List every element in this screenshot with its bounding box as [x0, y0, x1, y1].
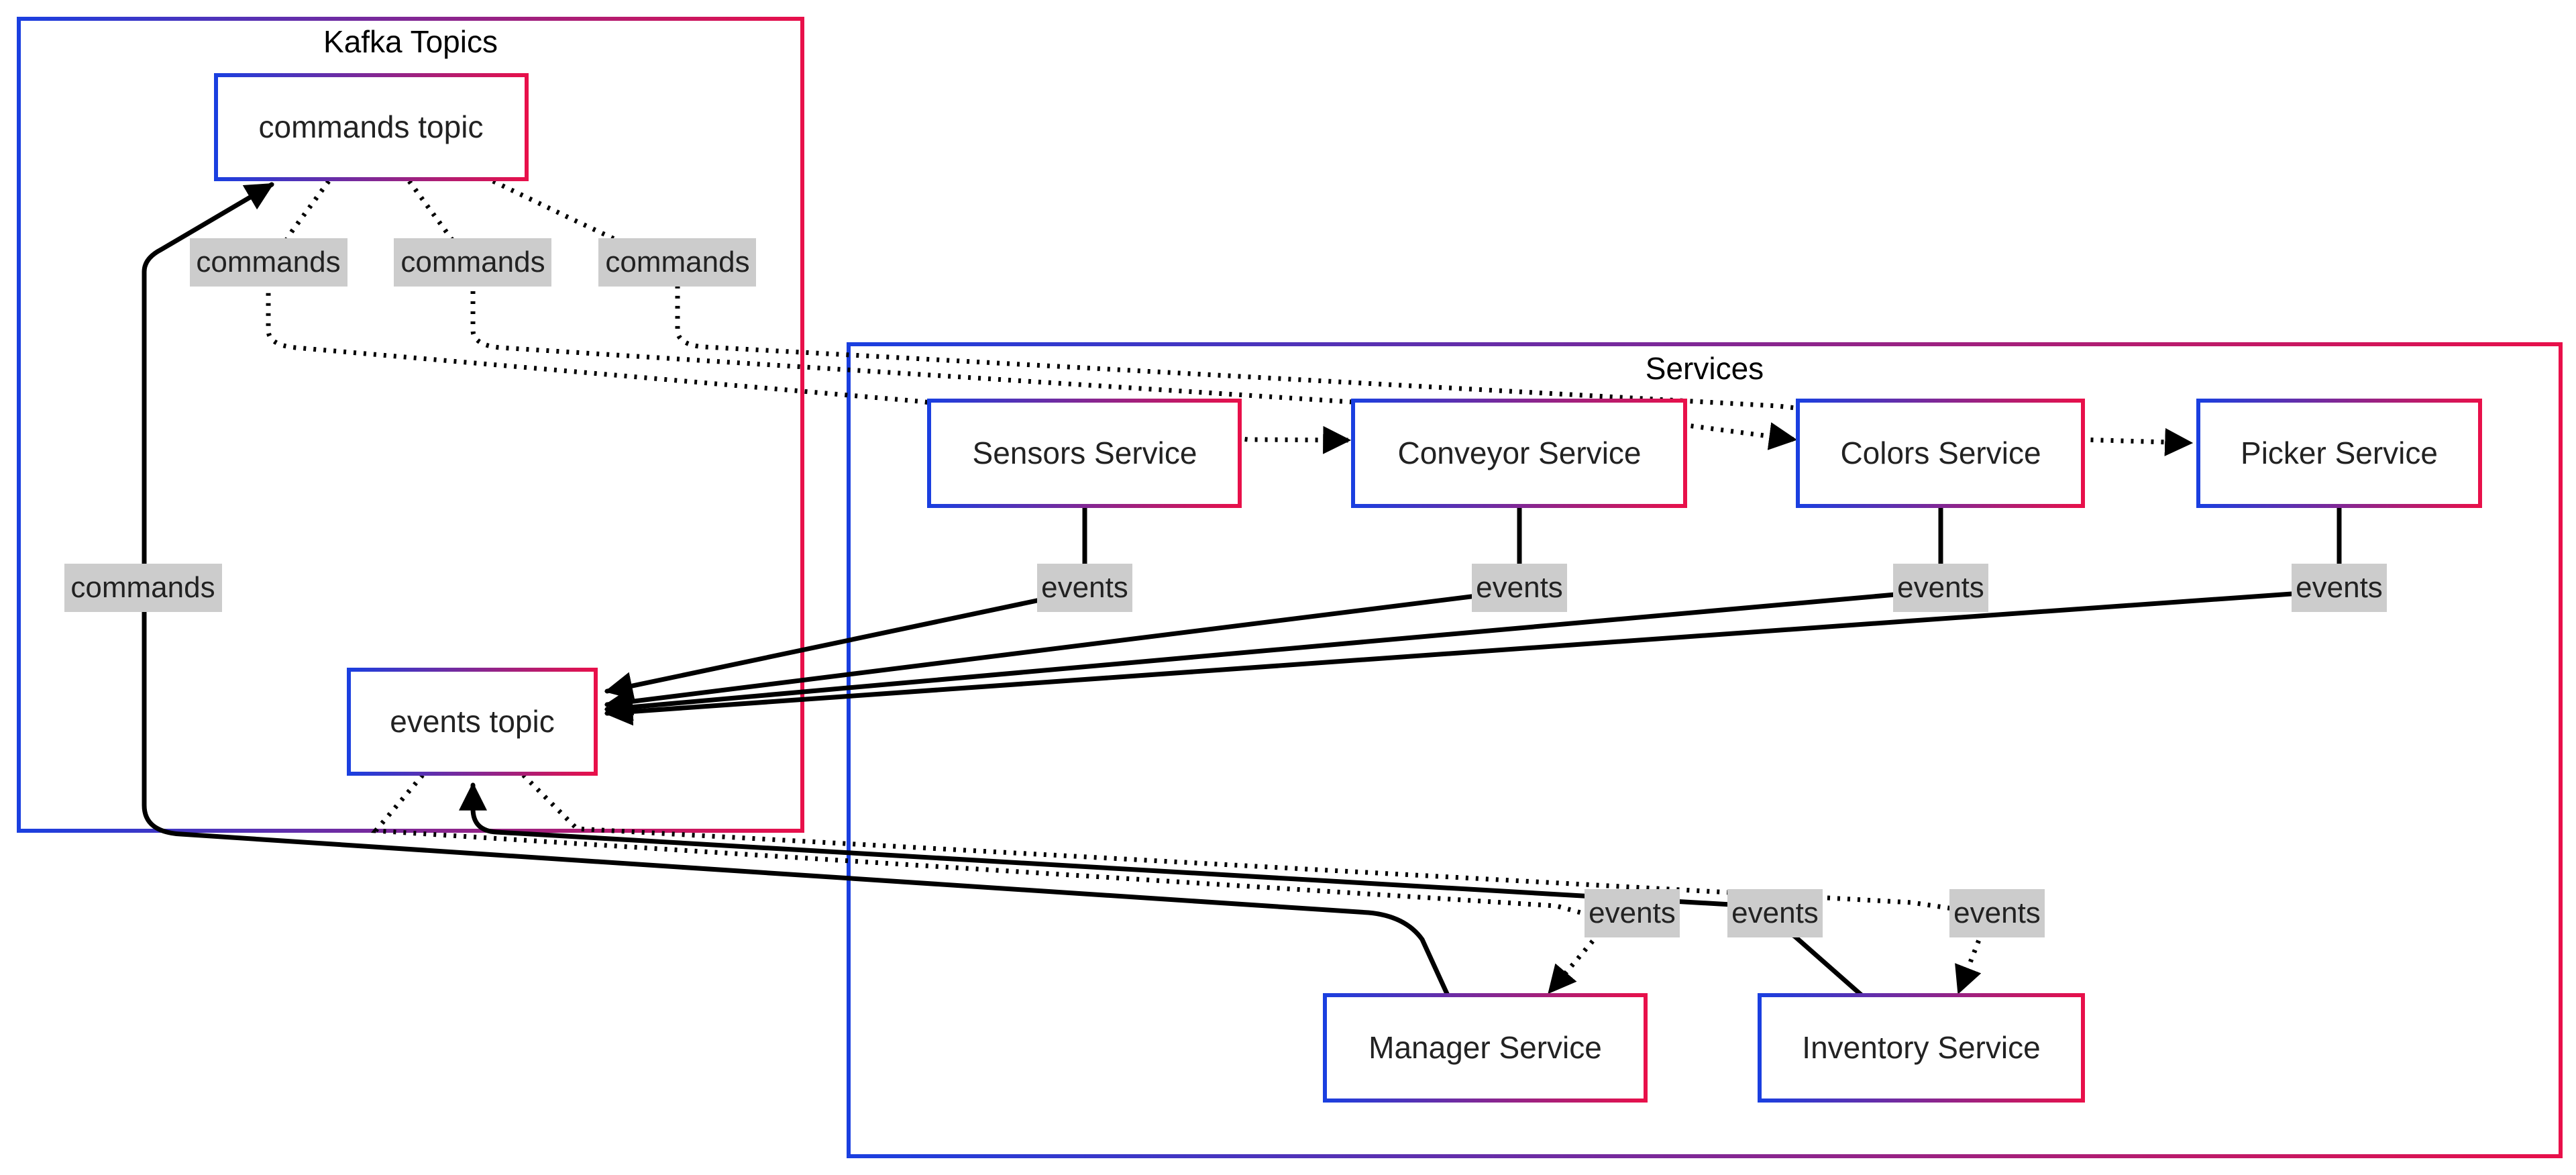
- events-topic-out-edges: [370, 773, 1992, 994]
- edge-label-bg: [1727, 889, 1823, 937]
- sensors-service-box: [927, 399, 1242, 508]
- colors-service-box: [1796, 399, 2085, 508]
- commands-edges: [266, 178, 2194, 456]
- edge-commands-to-conveyor: [266, 179, 1352, 454]
- edge-label-bg: [1949, 889, 2045, 937]
- edge-label-picker-events: events: [2292, 564, 2387, 612]
- edge-label-text: events: [2296, 571, 2383, 604]
- commands-topic-box: [214, 73, 529, 181]
- edge-picker-to-events: [604, 588, 2342, 726]
- edge-events-to-inventory: [521, 773, 1992, 994]
- edge-label-text: events: [1041, 571, 1128, 604]
- edge-label-sensors-events: events: [1037, 564, 1132, 612]
- events-topic-box: [347, 668, 598, 776]
- edge-sensors-to-events: [604, 588, 1087, 700]
- node-commands-topic[interactable]: commands topic: [214, 73, 529, 181]
- edge-label-cmd-picker: commands: [598, 238, 756, 287]
- edge-label-events-inventory: events: [1949, 889, 2045, 937]
- edge-manager-to-commands: [142, 182, 1450, 998]
- services-group-title: Services: [1646, 351, 1764, 386]
- picker-service-label: Picker Service: [2241, 436, 2438, 470]
- edge-conveyor-to-events: [604, 588, 1522, 716]
- node-colors-service[interactable]: Colors Service: [1796, 399, 2085, 508]
- picker-service-box: [2196, 399, 2482, 508]
- kafka-topics-group-border: [17, 17, 804, 833]
- edge-commands-to-colors: [407, 179, 1798, 450]
- edge-label-bg: [598, 238, 756, 287]
- edge-label-bg: [1037, 564, 1132, 612]
- sensors-service-label: Sensors Service: [973, 436, 1197, 470]
- node-inventory-service[interactable]: Inventory Service: [1758, 993, 2085, 1103]
- edge-label-bg: [1893, 564, 1988, 612]
- manager-service-label: Manager Service: [1368, 1030, 1602, 1065]
- edge-label-conveyor-events: events: [1472, 564, 1567, 612]
- colors-service-label: Colors Service: [1840, 436, 2041, 470]
- edge-label-colors-events: events: [1893, 564, 1988, 612]
- edge-label-events-manager: events: [1585, 889, 1680, 937]
- edge-label-bg: [190, 238, 347, 287]
- edge-label-cmd-conveyor: commands: [394, 238, 551, 287]
- events-topic-label: events topic: [390, 704, 554, 739]
- node-sensors-service[interactable]: Sensors Service: [927, 399, 1242, 508]
- edge-label-bg: [394, 238, 551, 287]
- edge-inventory-to-events: [459, 782, 1864, 998]
- commands-topic-label: commands topic: [259, 109, 484, 144]
- node-events-topic[interactable]: events topic: [347, 668, 598, 776]
- services-group: Services: [847, 342, 2563, 1158]
- node-conveyor-service[interactable]: Conveyor Service: [1351, 399, 1687, 508]
- edge-label-text: commands: [196, 246, 340, 278]
- edge-label-text: events: [1953, 897, 2041, 929]
- kafka-topics-group: Kafka Topics: [17, 17, 804, 833]
- edge-events-to-manager: [370, 773, 1615, 994]
- edge-label-bg: [64, 564, 222, 612]
- edge-label-text: events: [1476, 571, 1563, 604]
- node-manager-service[interactable]: Manager Service: [1323, 993, 1648, 1103]
- manager-service-box: [1323, 993, 1648, 1103]
- edge-label-text: commands: [605, 246, 749, 278]
- edge-label-bg: [1585, 889, 1680, 937]
- edge-label-text: commands: [70, 571, 215, 604]
- events-edges: [604, 505, 2342, 726]
- conveyor-service-box: [1351, 399, 1687, 508]
- edge-label-text: events: [1731, 897, 1819, 929]
- inventory-service-label: Inventory Service: [1802, 1030, 2040, 1065]
- edge-colors-to-events: [604, 588, 1943, 721]
- edge-label-bg: [2292, 564, 2387, 612]
- inventory-service-box: [1758, 993, 2085, 1103]
- node-picker-service[interactable]: Picker Service: [2196, 399, 2482, 508]
- edge-label-inventory-events: events: [1727, 889, 1823, 937]
- edge-label-text: commands: [400, 246, 545, 278]
- services-group-border: [847, 342, 2563, 1158]
- edge-label-bg: [1472, 564, 1567, 612]
- conveyor-service-label: Conveyor Service: [1397, 436, 1641, 470]
- edge-label-text: events: [1897, 571, 1984, 604]
- edge-label-text: events: [1589, 897, 1676, 929]
- edge-label-manager-commands: commands: [64, 564, 222, 612]
- edge-label-cmd-sensors: commands: [190, 238, 347, 287]
- kafka-topics-group-title: Kafka Topics: [323, 24, 498, 59]
